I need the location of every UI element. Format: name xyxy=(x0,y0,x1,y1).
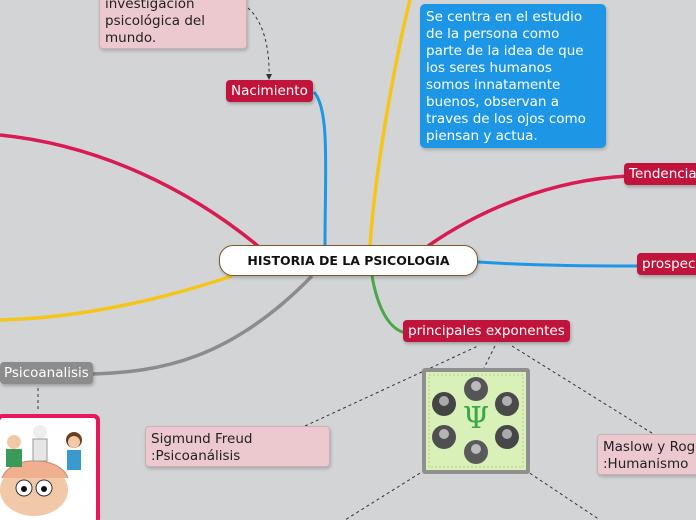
blue-note-line: traves de los ojos como xyxy=(426,111,586,127)
psi-icon: Ψ xyxy=(463,401,489,436)
humanism-description-note[interactable]: Se centra en el estudio de la persona co… xyxy=(420,4,606,148)
nacimiento-label: Nacimiento xyxy=(231,83,308,99)
connector-left-yellow xyxy=(0,274,233,322)
freud-note[interactable]: Sigmund Freud :Psicoanálisis xyxy=(145,426,330,467)
connector-principales xyxy=(370,275,407,335)
blue-note-line: piensan y actua. xyxy=(426,128,538,144)
blue-note-line: parte de la idea de que xyxy=(426,43,584,59)
connector-prospec xyxy=(477,260,641,268)
connector-left-pink xyxy=(0,133,260,248)
dashed-maslow xyxy=(511,345,656,436)
prospectiva-topic[interactable]: prospec xyxy=(637,253,696,275)
nacimiento-topic[interactable]: Nacimiento xyxy=(226,80,313,102)
top-note[interactable]: investigación psicológica del mundo. xyxy=(99,0,247,49)
prospectiva-label: prospec xyxy=(642,256,696,272)
arrowhead xyxy=(266,74,272,80)
top-note-line: psicológica del xyxy=(105,13,205,29)
dashed-image xyxy=(483,345,496,369)
central-topic[interactable]: HISTORIA DE LA PSICOLOGIA xyxy=(219,245,478,276)
connector-nacimiento xyxy=(312,91,328,247)
freud-note-line: Sigmund Freud xyxy=(151,431,253,447)
blue-note-line: somos innatamente xyxy=(426,77,561,93)
dashed-down-left xyxy=(344,469,426,520)
top-note-line: investigación xyxy=(105,0,195,12)
psychology-icon: Ψ xyxy=(422,368,530,474)
blue-note-line: Se centra en el estudio xyxy=(426,9,583,25)
dashed-down-right xyxy=(524,469,601,520)
dashed-top-note-to-nacimiento xyxy=(247,7,270,79)
connector-psicoanalisis xyxy=(91,274,314,376)
maslow-note[interactable]: Maslow y Rog :Humanismo xyxy=(597,434,696,475)
top-note-line: mundo. xyxy=(105,30,157,46)
central-topic-title: HISTORIA DE LA PSICOLOGIA xyxy=(247,253,450,268)
connector-tendencia xyxy=(427,174,629,248)
cartoon-image xyxy=(0,414,100,520)
principales-exponentes-label: principales exponentes xyxy=(408,323,565,339)
psicoanalisis-label: Psicoanalisis xyxy=(4,365,89,381)
principales-exponentes-topic[interactable]: principales exponentes xyxy=(403,320,570,342)
maslow-note-line: Maslow y Rog xyxy=(603,439,696,455)
blue-note-line: buenos, observan a xyxy=(426,94,559,110)
connector-blue-note xyxy=(368,0,412,247)
tendencia-topic[interactable]: Tendencia xyxy=(624,163,696,185)
blue-note-line: los seres humanos xyxy=(426,60,552,76)
freud-note-line: :Psicoanálisis xyxy=(151,448,241,464)
tendencia-label: Tendencia xyxy=(629,166,696,182)
maslow-note-line: :Humanismo xyxy=(603,456,689,472)
psicoanalisis-topic[interactable]: Psicoanalisis xyxy=(0,362,93,384)
dashed-freud xyxy=(304,345,479,427)
blue-note-line: de la persona como xyxy=(426,26,560,42)
